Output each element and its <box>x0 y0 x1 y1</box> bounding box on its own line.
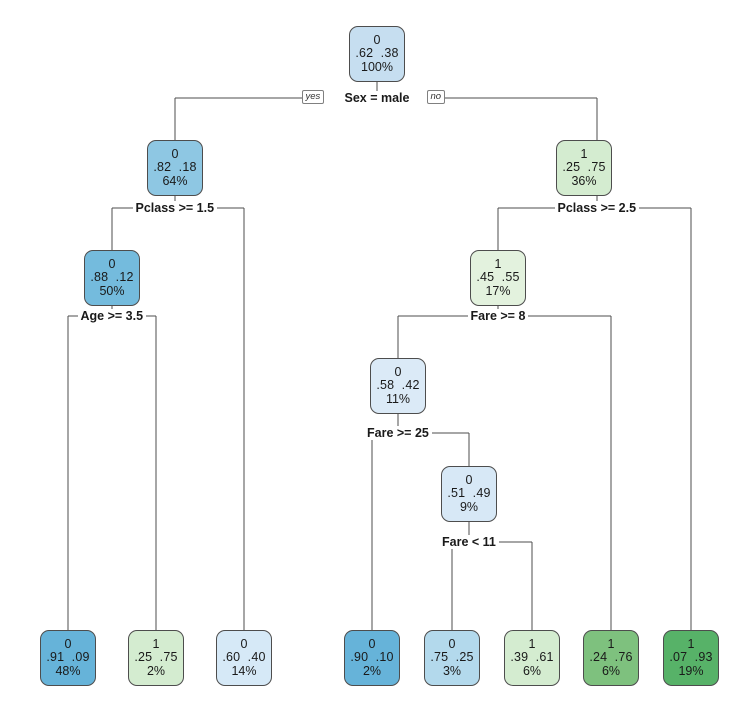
node-class-probabilities: .90 .10 <box>350 651 393 664</box>
node-predicted-class: 0 <box>394 364 402 379</box>
split-condition-label: Fare < 11 <box>439 535 499 549</box>
node-sample-percentage: 6% <box>601 663 621 678</box>
node-sample-percentage: 6% <box>522 663 542 678</box>
node-predicted-class: 0 <box>240 636 248 651</box>
split-condition-label: Sex = male <box>341 91 413 105</box>
node-prob-class0: .45 <box>476 270 495 285</box>
node-prob-class1: .09 <box>71 650 90 665</box>
node-predicted-class: 1 <box>494 256 502 271</box>
node-class-probabilities: .25 .75 <box>134 651 177 664</box>
node-prob-class1: .61 <box>535 650 554 665</box>
node-class-probabilities: .25 .75 <box>562 161 605 174</box>
node-class-probabilities: .45 .55 <box>476 271 519 284</box>
split-condition-label: Pclass >= 1.5 <box>132 201 218 215</box>
node-prob-class0: .90 <box>350 650 369 665</box>
node-predicted-class: 0 <box>108 256 116 271</box>
node-prob-class0: .62 <box>355 46 374 61</box>
node-sample-percentage: 36% <box>571 173 597 188</box>
node-prob-class0: .25 <box>134 650 153 665</box>
node-prob-class0: .07 <box>669 650 688 665</box>
node-prob-class0: .75 <box>430 650 449 665</box>
node-class-probabilities: .62 .38 <box>355 47 398 60</box>
node-sample-percentage: 19% <box>678 663 704 678</box>
node-class-probabilities: .88 .12 <box>90 271 133 284</box>
node-prob-class0: .60 <box>222 650 241 665</box>
node-predicted-class: 0 <box>64 636 72 651</box>
node-prob-class0: .25 <box>562 160 581 175</box>
node-prob-class1: .12 <box>115 270 134 285</box>
node-predicted-class: 0 <box>373 32 381 47</box>
node-prob-class1: .42 <box>401 378 420 393</box>
node-predicted-class: 1 <box>607 636 615 651</box>
node-sample-percentage: 48% <box>55 663 81 678</box>
node-sample-percentage: 11% <box>385 391 411 406</box>
node-sample-percentage: 9% <box>459 499 479 514</box>
node-prob-class1: .75 <box>587 160 606 175</box>
node-sample-percentage: 50% <box>99 283 125 298</box>
split-condition-label: Fare >= 8 <box>467 309 529 323</box>
node-predicted-class: 1 <box>528 636 536 651</box>
node-prob-class1: .38 <box>380 46 399 61</box>
node-sample-percentage: 14% <box>231 663 257 678</box>
node-predicted-class: 1 <box>580 146 588 161</box>
node-predicted-class: 1 <box>687 636 695 651</box>
node-sample-percentage: 17% <box>485 283 511 298</box>
node-class-probabilities: .39 .61 <box>510 651 553 664</box>
node-prob-class1: .76 <box>614 650 633 665</box>
node-prob-class1: .18 <box>178 160 197 175</box>
node-sample-percentage: 2% <box>362 663 382 678</box>
node-prob-class1: .40 <box>247 650 266 665</box>
node-prob-class0: .58 <box>376 378 395 393</box>
node-sample-percentage: 3% <box>442 663 462 678</box>
split-condition-label: Age >= 3.5 <box>77 309 147 323</box>
node-class-probabilities: .60 .40 <box>222 651 265 664</box>
node-prob-class1: .49 <box>472 486 491 501</box>
node-class-probabilities: .58 .42 <box>376 379 419 392</box>
node-sample-percentage: 64% <box>162 173 188 188</box>
node-class-probabilities: .91 .09 <box>46 651 89 664</box>
node-prob-class1: .75 <box>159 650 178 665</box>
node-sample-percentage: 2% <box>146 663 166 678</box>
node-prob-class1: .55 <box>501 270 520 285</box>
node-predicted-class: 1 <box>152 636 160 651</box>
yes-badge: yes <box>301 90 325 104</box>
no-badge: no <box>426 90 446 104</box>
split-condition-label: Fare >= 25 <box>364 426 432 440</box>
node-class-probabilities: .82 .18 <box>153 161 196 174</box>
node-prob-class0: .91 <box>46 650 65 665</box>
node-prob-class0: .82 <box>153 160 172 175</box>
node-sample-percentage: 100% <box>361 59 393 74</box>
node-prob-class0: .88 <box>90 270 109 285</box>
node-prob-class0: .39 <box>510 650 529 665</box>
node-prob-class1: .10 <box>375 650 394 665</box>
node-class-probabilities: .07 .93 <box>669 651 712 664</box>
node-class-probabilities: .75 .25 <box>430 651 473 664</box>
node-prob-class1: .25 <box>455 650 474 665</box>
node-predicted-class: 0 <box>448 636 456 651</box>
node-prob-class0: .51 <box>447 486 466 501</box>
node-class-probabilities: .51 .49 <box>447 487 490 500</box>
node-prob-class1: .93 <box>694 650 713 665</box>
node-predicted-class: 0 <box>171 146 179 161</box>
node-predicted-class: 0 <box>368 636 376 651</box>
node-class-probabilities: .24 .76 <box>589 651 632 664</box>
split-condition-label: Pclass >= 2.5 <box>554 201 640 215</box>
node-predicted-class: 0 <box>465 472 473 487</box>
node-prob-class0: .24 <box>589 650 608 665</box>
